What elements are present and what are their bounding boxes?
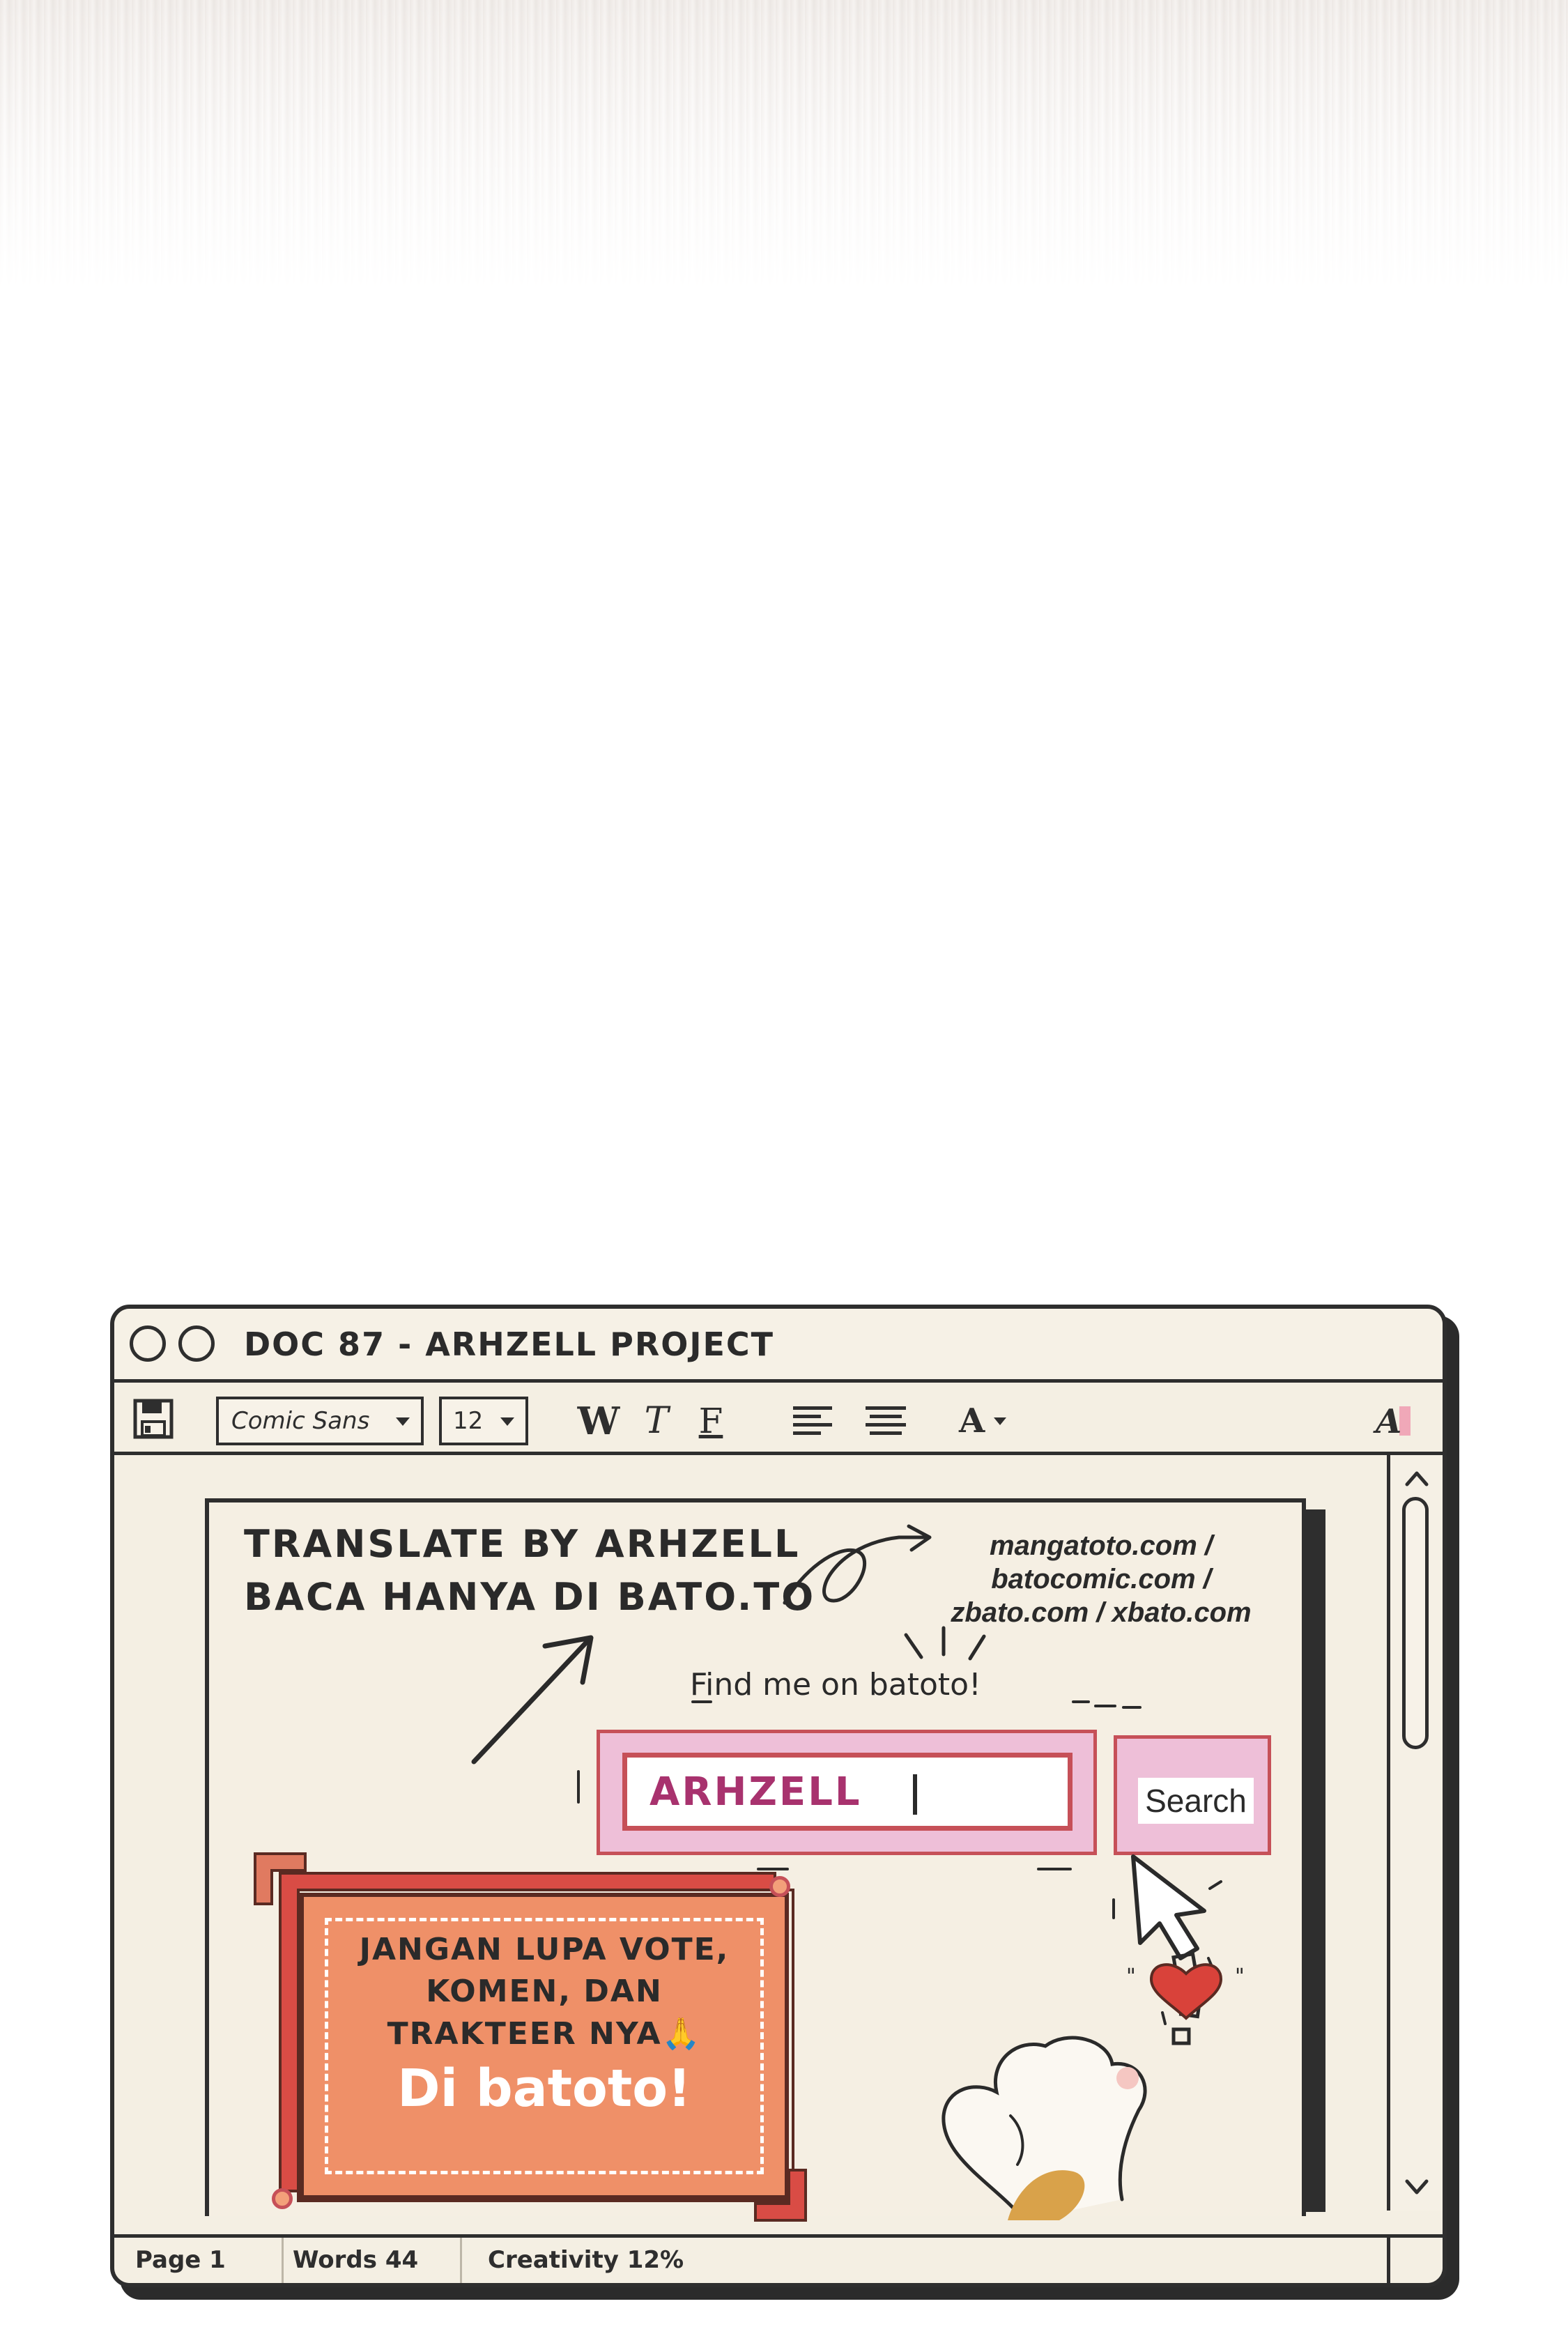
find-me-label: Find me on batoto! <box>690 1667 981 1702</box>
card-corner-decoration <box>754 2169 807 2222</box>
status-separator <box>282 2238 284 2283</box>
status-words: Words 44 <box>293 2246 419 2274</box>
underline-button[interactable]: F <box>698 1401 723 1441</box>
site-line-1: mangatoto.com / <box>989 1530 1213 1561</box>
pointing-arrow-icon <box>471 1635 594 1765</box>
svg-text:A: A <box>1373 1402 1401 1441</box>
font-size-select[interactable]: 12 <box>439 1397 528 1445</box>
search-button[interactable]: Search <box>1114 1735 1271 1855</box>
site-line-2: batocomic.com / <box>991 1564 1211 1594</box>
window-close-button[interactable] <box>130 1325 166 1362</box>
click-squares-decoration <box>1161 1951 1214 2045</box>
text-styles-icon[interactable]: A <box>1371 1399 1417 1443</box>
title-bar: DOC 87 - ARHZELL PROJECT <box>114 1309 1443 1383</box>
status-separator <box>460 2238 462 2283</box>
card-headline: Di batoto! <box>397 2059 691 2119</box>
chevron-up-icon[interactable] <box>1403 1465 1431 1493</box>
mouse-pointer-icon <box>1112 1854 1222 1960</box>
emphasis-lines-icon <box>904 1626 986 1661</box>
credit-line-2: BACA HANYA DI BATO.TO <box>244 1575 816 1619</box>
chevron-down-icon[interactable] <box>1403 2173 1431 2201</box>
floppy-disk-icon[interactable] <box>132 1398 174 1440</box>
font-family-value: Comic Sans <box>231 1407 370 1435</box>
search-input[interactable]: ARHZELL <box>622 1753 1073 1831</box>
credit-line-1: TRANSLATE BY ARHZELL <box>244 1522 801 1566</box>
chevron-down-icon <box>396 1417 410 1426</box>
site-line-3: zbato.com / xbato.com <box>951 1597 1252 1628</box>
top-fade-background <box>0 0 1568 293</box>
card-line-3: TRAKTEER NYA🙏 <box>387 2016 702 2052</box>
app-window: DOC 87 - ARHZELL PROJECT Comic Sans 12 W… <box>110 1305 1447 2287</box>
font-color-button[interactable]: A <box>959 1397 1022 1445</box>
cat-paw-icon <box>941 2036 1147 2220</box>
decorative-dot <box>769 1876 790 1897</box>
search-input-value: ARHZELL <box>650 1769 862 1815</box>
status-bar: Page 1 Words 44 Creativity 12% <box>114 2234 1443 2283</box>
svg-text:": " <box>1235 1965 1245 1989</box>
status-page: Page 1 <box>135 2246 226 2274</box>
vertical-scrollbar[interactable] <box>1387 1455 1443 2211</box>
font-size-value: 12 <box>453 1407 484 1435</box>
card-dashed-border <box>325 1918 764 2174</box>
bold-button[interactable]: W <box>577 1399 620 1443</box>
decorative-dot <box>272 2188 293 2209</box>
window-minimize-button[interactable] <box>178 1325 215 1362</box>
vote-reminder-card: JANGAN LUPA VOTE, KOMEN, DAN TRAKTEER NY… <box>300 1893 789 2199</box>
italic-button[interactable]: T <box>644 1400 669 1442</box>
font-family-select[interactable]: Comic Sans <box>216 1397 424 1445</box>
search-button-label: Search <box>1138 1778 1254 1824</box>
card-line-2: KOMEN, DAN <box>426 1974 663 2009</box>
window-title: DOC 87 - ARHZELL PROJECT <box>244 1325 775 1363</box>
card-line-1: JANGAN LUPA VOTE, <box>359 1932 730 1967</box>
search-field-frame: ARHZELL <box>597 1730 1097 1855</box>
font-color-label: A <box>959 1401 985 1440</box>
status-creativity: Creativity 12% <box>488 2246 684 2274</box>
svg-text:": " <box>1126 1965 1136 1989</box>
chevron-down-icon <box>500 1417 514 1426</box>
text-caret <box>913 1774 917 1815</box>
align-center-icon[interactable] <box>864 1404 907 1438</box>
heart-icon: " " <box>1126 1963 1245 2020</box>
chevron-down-icon <box>994 1417 1006 1425</box>
document-page: TRANSLATE BY ARHZELL BACA HANYA DI BATO.… <box>205 1498 1306 2222</box>
toolbar: Comic Sans 12 W T F A A <box>114 1383 1443 1455</box>
card-corner-decoration <box>254 1852 307 1905</box>
scrollbar-thumb[interactable] <box>1402 1497 1429 1749</box>
status-separator <box>1387 2238 1390 2283</box>
align-left-icon[interactable] <box>792 1404 835 1438</box>
